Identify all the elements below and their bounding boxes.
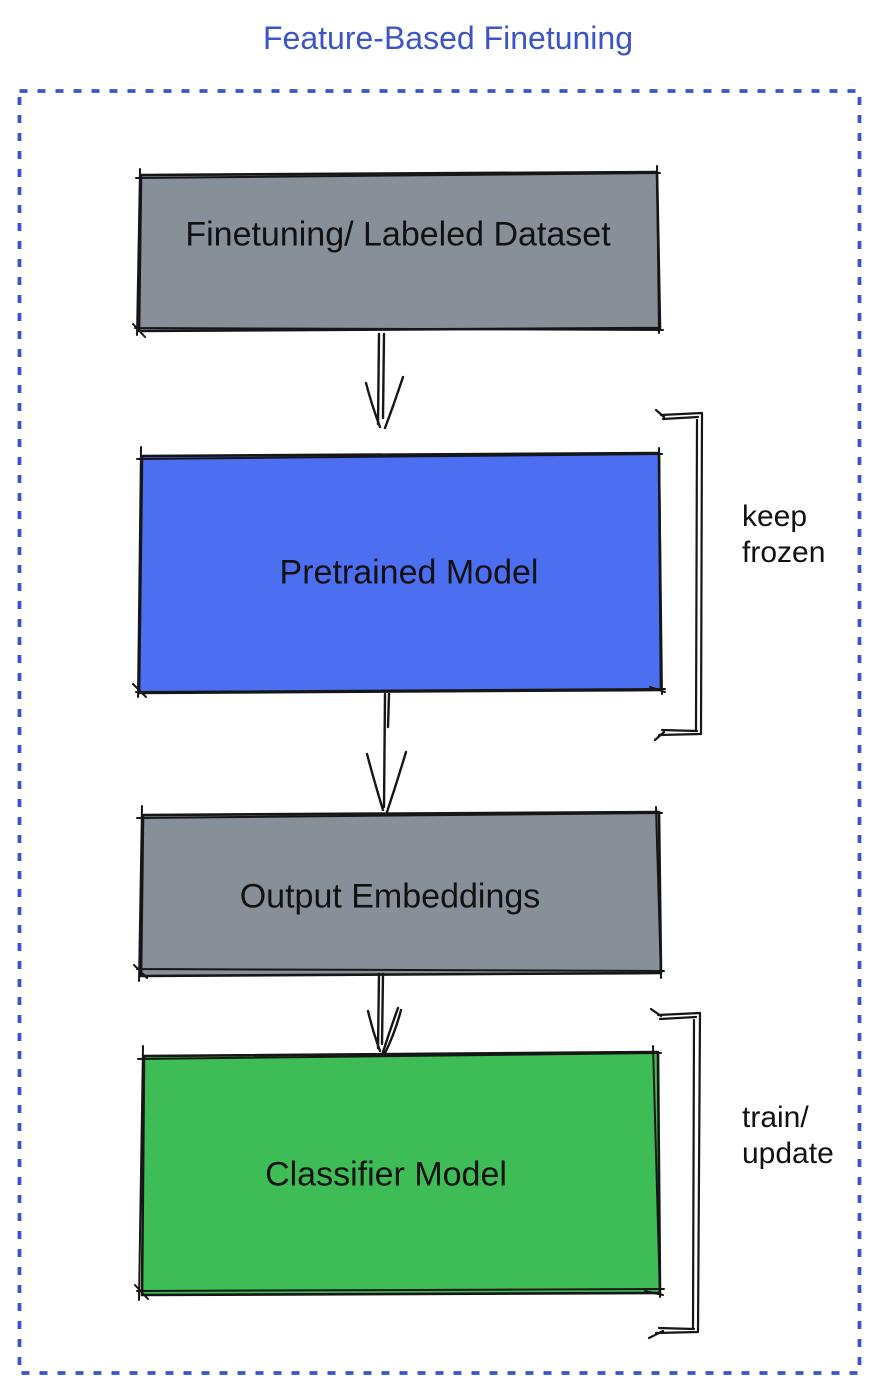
annotation-line: train/ [742,1101,809,1134]
arrow-embeddings-to-classifier [366,972,403,1055]
box-classifier [134,1045,665,1301]
bracket-keep-frozen [653,408,704,742]
box-label-classifier: Classifier Model [265,1155,507,1194]
box-label-dataset: Finetuning/ Labeled Dataset [185,215,611,254]
box-classifier-sketch-line [134,1045,665,1301]
arrow-line [364,332,405,430]
annotation-line: frozen [742,536,826,569]
box-dataset-sketch-line [132,165,664,338]
bracket-line [653,408,704,742]
box-dataset [132,165,664,338]
arrow-line [365,692,408,814]
dashed-frame-border [17,89,862,1375]
box-embeddings-fill [139,810,663,978]
diagram-title: Feature-Based Finetuning [263,20,633,56]
annotation-keep-frozen: keep frozen [742,499,825,571]
arrow-dataset-to-pretrained [364,332,405,430]
box-label-embeddings: Output Embeddings [239,877,541,916]
box-label-pretrained: Pretrained Model [279,553,539,592]
annotation-line: keep [742,500,808,533]
bracket-line [647,1007,702,1340]
box-pretrained-sketch-line [132,446,666,698]
box-pretrained [132,446,666,698]
annotation-line: update [742,1137,834,1170]
arrow-pretrained-to-embeddings [365,692,408,814]
bracket-train-update [647,1007,702,1340]
annotation-train-update: train/ update [742,1100,834,1172]
box-dataset-fill [137,170,662,333]
arrow-line [366,972,403,1055]
box-embeddings [134,0,880,981]
